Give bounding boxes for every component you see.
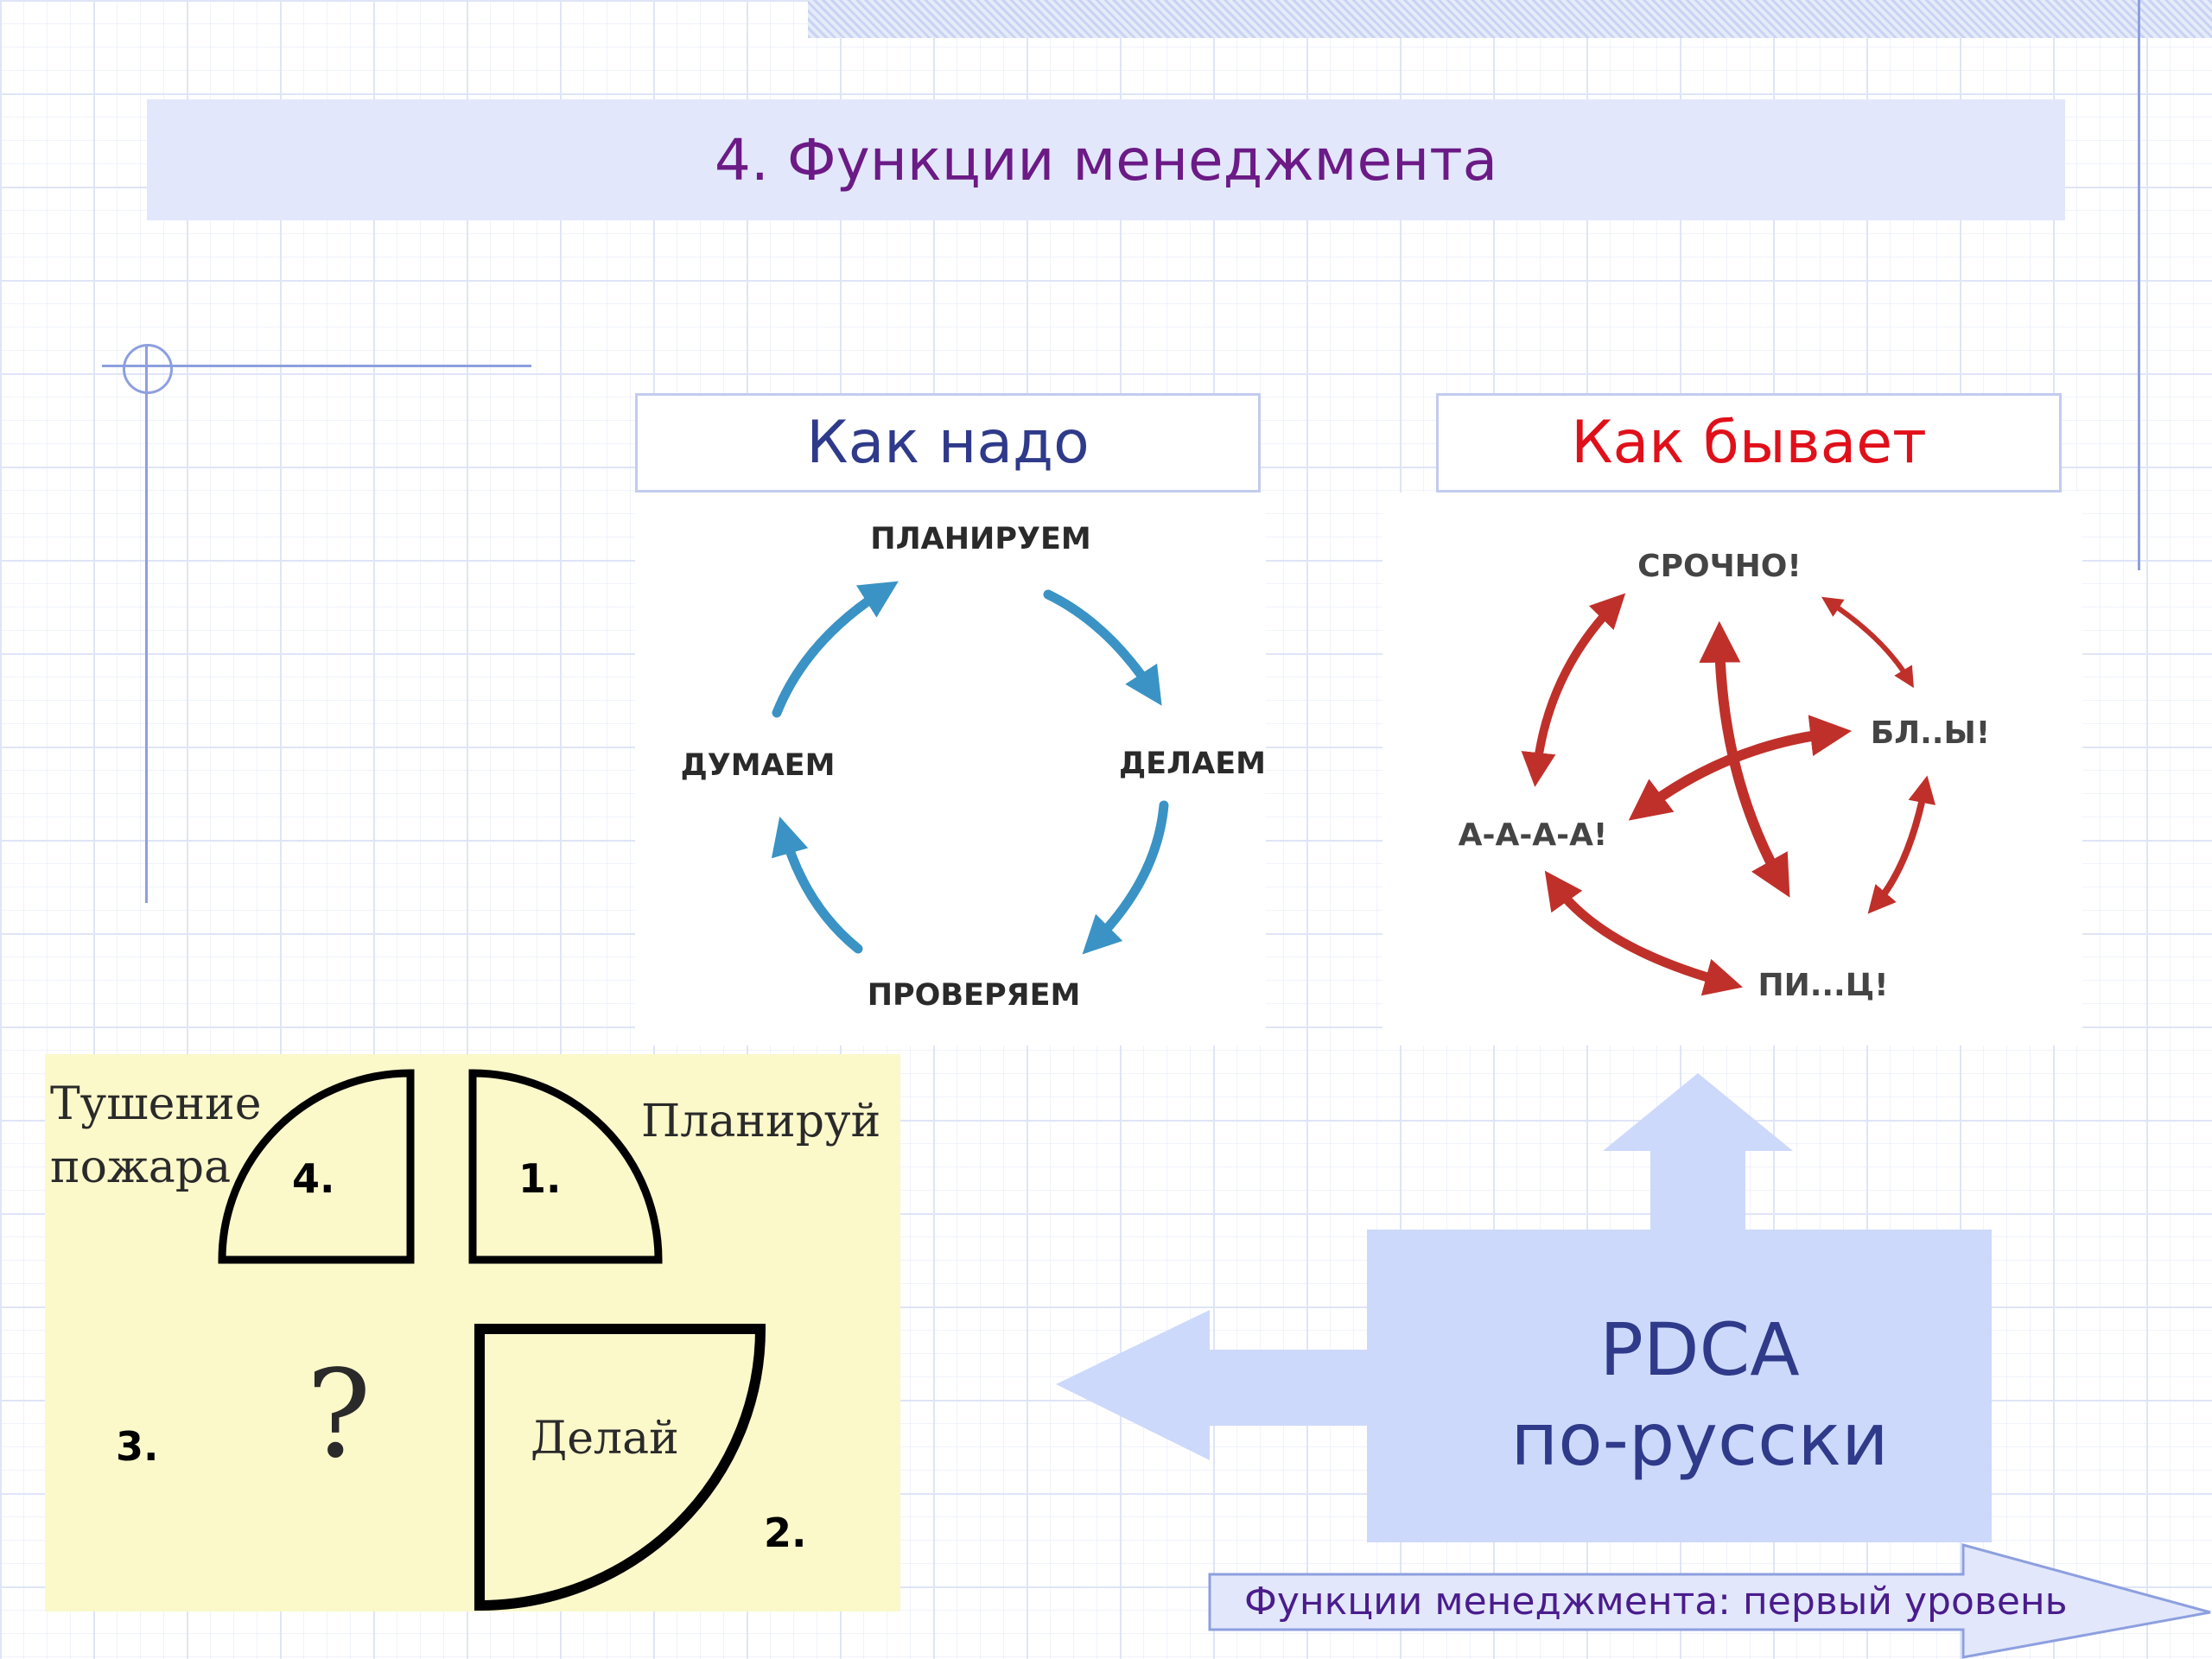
arrow-do-to-check [1082,800,1169,955]
cycle-label-plan: ПЛАНИРУЕМ [870,522,1090,556]
arrow-urgent-aaa [1521,593,1626,787]
arrow-check-to-think [771,817,863,954]
heading-how-it-should-be-text: Как надо [806,409,1090,477]
arrow-cross-horizontal [1628,715,1853,821]
heading-how-it-should-be: Как надо [635,393,1261,493]
quadrant-3-number: 3. [116,1423,158,1470]
cycle-label-think: ДУМАЕМ [681,748,836,783]
arrow-plan-to-do [1043,589,1162,706]
quadrant-2-number: 2. [764,1510,806,1556]
quadrant-panel: Тушение пожара Планируй Делай ? 4. 1. 3.… [45,1054,900,1611]
corner-horizontal-line [102,365,531,367]
arrow-aaa-pits [1544,870,1743,996]
cycle-background [635,493,1266,1046]
top-decorative-band [808,0,2212,38]
corner-circle-ornament [123,344,173,394]
chaos-label-pits: ПИ...Ц! [1758,968,1888,1003]
quadrant-4-number: 4. [292,1155,334,1202]
chaos-label-urgent: СРОЧНО! [1637,549,1802,584]
arrow-urgent-bly [1821,596,1914,689]
pdca-arrow-polygon [1056,1073,1992,1542]
arrow-bly-pits [1867,775,1936,914]
quadrant-2-shape [474,1324,766,1611]
quadrant-2-label: Делай [531,1413,679,1465]
quadrant-4-shape [218,1069,415,1264]
pdca-line2: по-русски [1510,1397,1889,1482]
quadrant-3-question: ? [306,1344,371,1485]
cycle-label-do: ДЕЛАЕМ [1119,747,1266,781]
title-bar: 4. Функции менеджмента [147,99,2065,220]
chaos-label-bly: БЛ..Ы! [1871,715,1990,751]
quadrant-1-number: 1. [518,1155,561,1202]
ordered-cycle-diagram: ПЛАНИРУЕМ ДЕЛАЕМ ПРОВЕРЯЕМ ДУМАЕМ [635,493,1266,1046]
footer-label: Функции менеджмента: первый уровень [1244,1580,2068,1624]
chaos-label-aaa: А-А-А-А! [1459,817,1608,853]
corner-vertical-line [145,346,148,903]
page-title: 4. Функции менеджмента [714,126,1498,194]
heading-how-it-is-text: Как бывает [1571,409,1927,477]
footer-arrow-shape [1208,1543,2211,1659]
quadrant-4-label-line1: Тушение [50,1078,262,1130]
quadrant-4-label-line2: пожара [50,1141,231,1193]
quadrant-1-shape [468,1069,663,1264]
arrow-think-to-plan [772,581,899,718]
chaotic-cycle-diagram: СРОЧНО! БЛ..Ы! ПИ...Ц! А-А-А-А! [1382,493,2082,1046]
footer-arrow [1208,1543,2211,1659]
pdca-line1: PDCA [1599,1307,1800,1392]
right-decorative-line [2138,0,2140,570]
heading-how-it-is: Как бывает [1436,393,2062,493]
quadrant-1-label: Планируй [641,1096,880,1147]
cycle-label-check: ПРОВЕРЯЕМ [868,978,1081,1013]
pdca-caption: PDCA по-русски [1367,1305,2032,1484]
